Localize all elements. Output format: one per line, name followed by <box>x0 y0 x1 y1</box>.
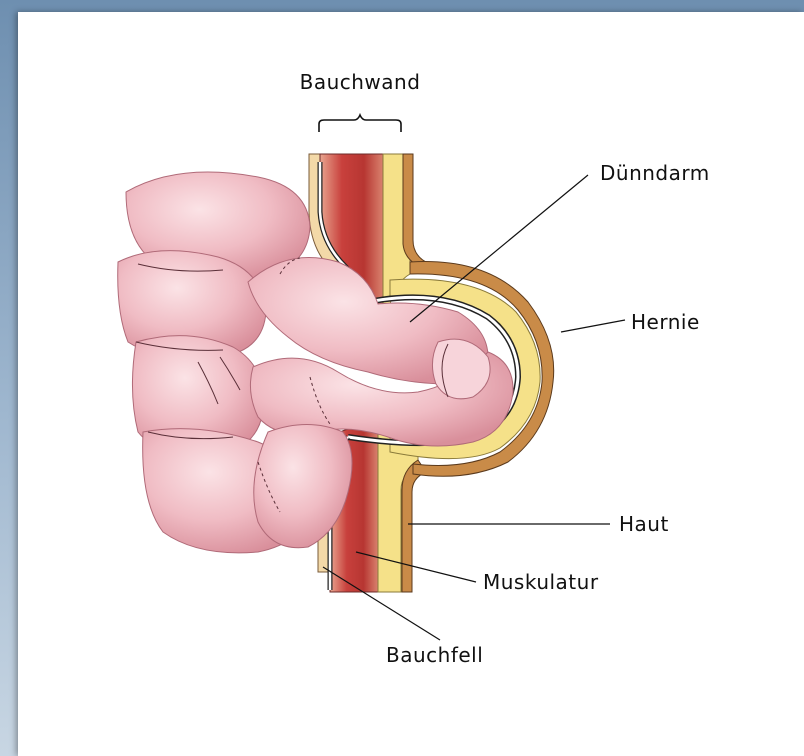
label-hernie: Hernie <box>631 310 700 334</box>
skin-lower <box>402 460 426 592</box>
skin-upper <box>403 154 430 270</box>
label-duenndarm: Dünndarm <box>600 161 710 185</box>
bauchwand-brace <box>319 115 401 132</box>
label-bauchfell: Bauchfell <box>386 643 483 667</box>
slide-panel: Bauchwand Dünndarm Hernie Haut Muskulatu… <box>18 12 804 756</box>
label-bauchwand: Bauchwand <box>300 70 421 94</box>
leader-hernie <box>561 320 625 332</box>
label-muskulatur: Muskulatur <box>483 570 599 594</box>
label-haut: Haut <box>619 512 669 536</box>
hernia-diagram: Bauchwand Dünndarm Hernie Haut Muskulatu… <box>18 12 804 756</box>
